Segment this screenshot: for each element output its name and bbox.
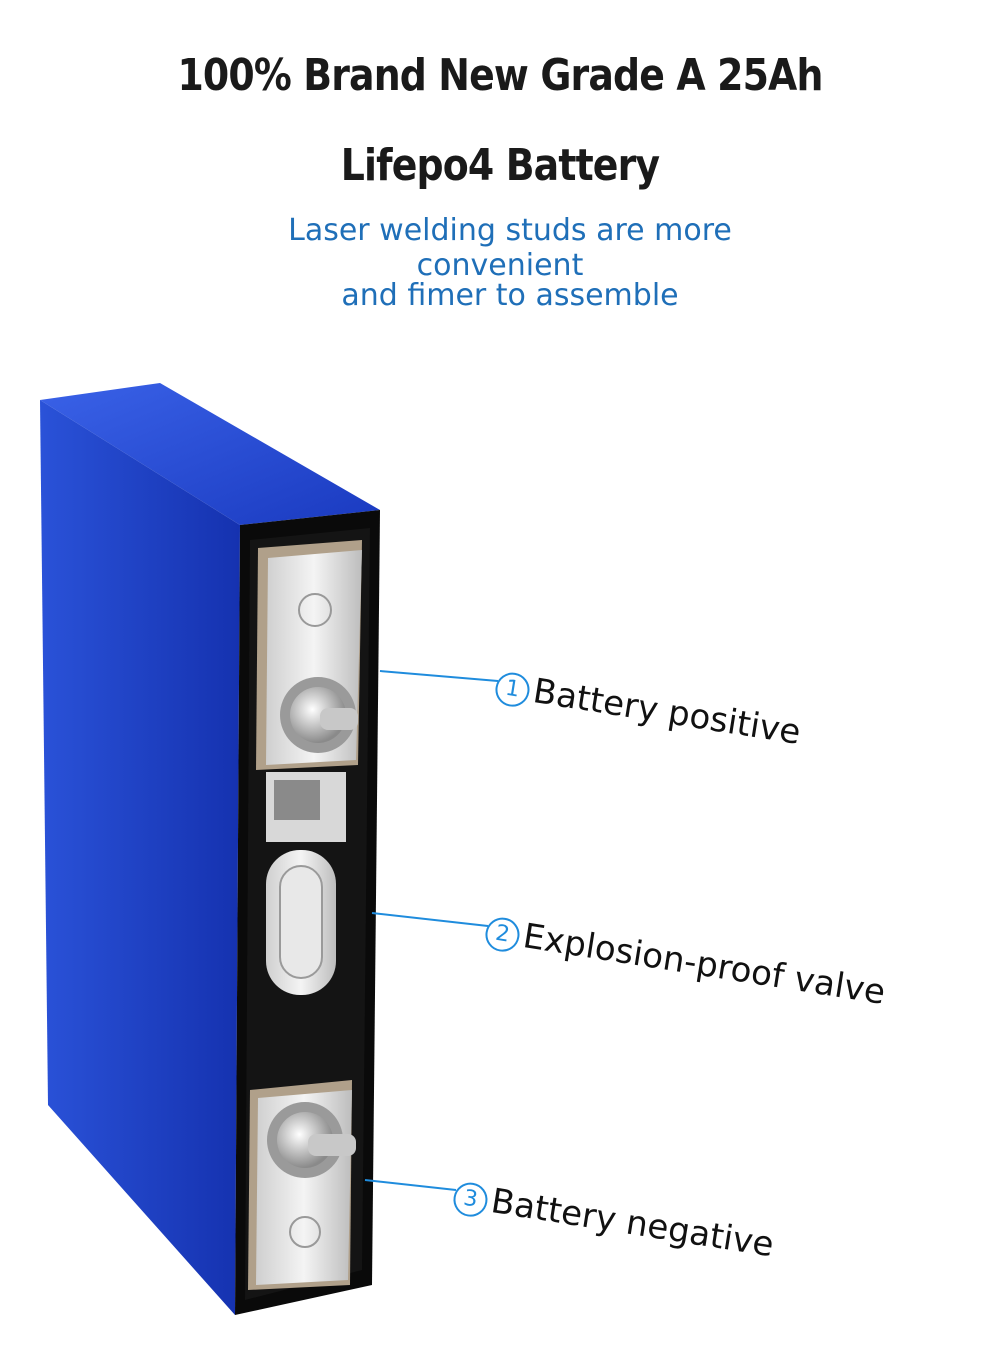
subtitle-line-2: convenient [416, 248, 584, 283]
subtitle-line-3: and fimer to assemble [341, 278, 679, 313]
explosion-proof-valve [266, 850, 336, 995]
callout-line-3 [364, 1179, 457, 1191]
callout-number-1: 1 [493, 669, 533, 709]
title-line-1: 100% Brand New Grade A 25Ah [177, 50, 823, 101]
callout-line-2 [371, 912, 489, 927]
negative-terminal [248, 1080, 356, 1290]
positive-terminal [256, 540, 362, 770]
callout-number-3: 3 [451, 1179, 491, 1219]
subtitle-line-1: Laser welding studs are more [288, 213, 732, 248]
callout-number-2: 2 [483, 914, 523, 954]
qr-label [266, 772, 346, 842]
callout-line-1 [379, 670, 499, 682]
title-line-2: Lifepo4 Battery [340, 140, 660, 191]
